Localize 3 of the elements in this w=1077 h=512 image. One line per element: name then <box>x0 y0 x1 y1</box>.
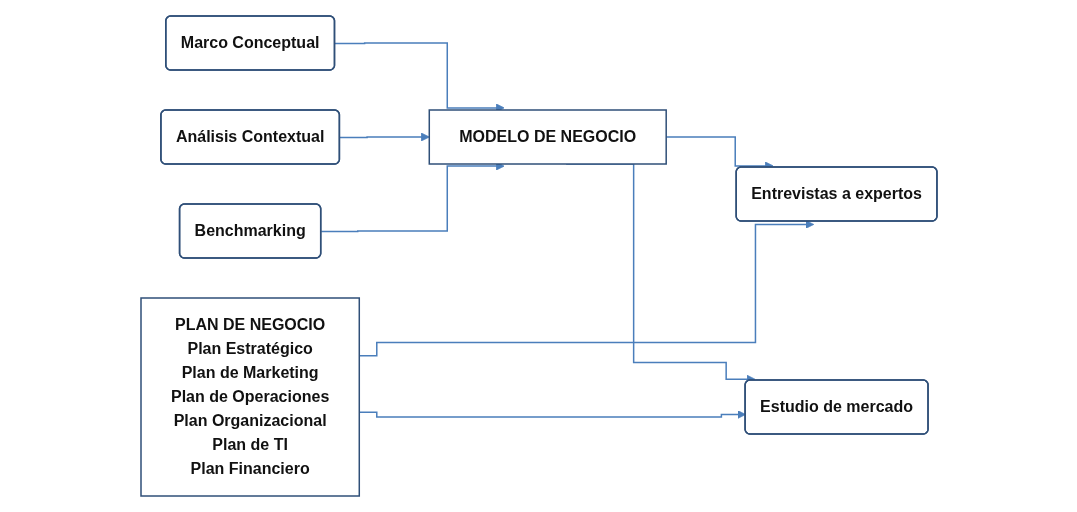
node-box: PLAN DE NEGOCIO Plan Estratégico Plan de Marketing Plan de Operaciones Plan Organizacional Plan de TI Plan Financiero <box>139 297 360 497</box>
node-box: MODELO DE NEGOCIO <box>428 109 667 165</box>
arrow <box>358 220 814 357</box>
